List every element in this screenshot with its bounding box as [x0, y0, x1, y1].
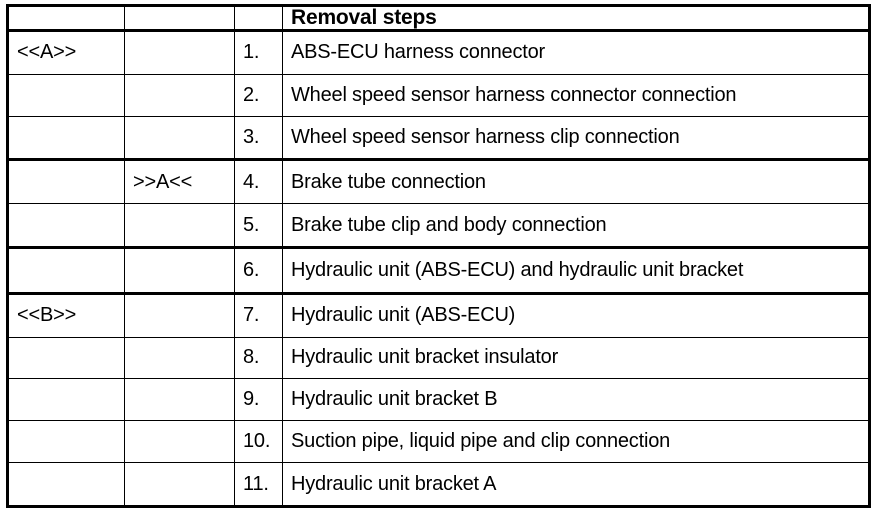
cell-step-description: Wheel speed sensor harness clip connecti…: [282, 115, 870, 162]
cell-marker-a: [7, 247, 125, 295]
cell-marker-b: [124, 247, 235, 295]
cell-marker-b: [124, 378, 235, 422]
table-row: <<B>> 7.Hydraulic unit (ABS-ECU): [7, 292, 870, 338]
header-removal-steps: Removal steps: [282, 4, 870, 33]
cell-marker-a: [7, 378, 125, 422]
cell-step-description: Brake tube connection: [282, 159, 870, 205]
cell-step-number: 1.: [234, 30, 283, 75]
header-marker-b-column: [124, 4, 235, 33]
cell-step-description: Hydraulic unit (ABS-ECU): [282, 292, 870, 338]
cell-step-description: Hydraulic unit bracket insulator: [282, 336, 870, 380]
table-row: 3.Wheel speed sensor harness clip connec…: [7, 115, 870, 162]
table-row: <<A>> 1.ABS-ECU harness connector: [7, 30, 870, 75]
cell-marker-a: [7, 420, 125, 464]
cell-marker-a: <<B>>: [7, 292, 125, 338]
table-header-row: Removal steps: [7, 4, 870, 33]
cell-step-description: Hydraulic unit bracket B: [282, 378, 870, 422]
table-row: 5.Brake tube clip and body connection: [7, 203, 870, 250]
cell-step-number: 9.: [234, 378, 283, 422]
cell-step-description: Brake tube clip and body connection: [282, 203, 870, 250]
cell-marker-b: >>A<<: [124, 159, 235, 205]
cell-step-number: 4.: [234, 159, 283, 205]
cell-marker-b: [124, 115, 235, 162]
header-marker-a-column: [7, 4, 125, 33]
cell-marker-a: <<A>>: [7, 30, 125, 75]
cell-marker-b: [124, 73, 235, 117]
cell-marker-a: [7, 73, 125, 117]
cell-step-number: 8.: [234, 336, 283, 380]
cell-step-number: 5.: [234, 203, 283, 250]
table-row: 2.Wheel speed sensor harness connector c…: [7, 73, 870, 117]
cell-marker-a: [7, 336, 125, 380]
cell-step-number: 10.: [234, 420, 283, 464]
cell-step-description: Hydraulic unit bracket A: [282, 462, 870, 507]
cell-marker-a: [7, 159, 125, 205]
cell-step-description: Hydraulic unit (ABS-ECU) and hydraulic u…: [282, 247, 870, 295]
removal-steps-table-container: Removal steps <<A>> 1.ABS-ECU harness con…: [6, 4, 871, 508]
cell-marker-b: [124, 420, 235, 464]
cell-step-number: 3.: [234, 115, 283, 162]
cell-marker-b: [124, 203, 235, 250]
cell-marker-b: [124, 292, 235, 338]
cell-step-number: 11.: [234, 462, 283, 507]
cell-marker-b: [124, 462, 235, 507]
cell-step-description: Wheel speed sensor harness connector con…: [282, 73, 870, 117]
removal-steps-table: Removal steps <<A>> 1.ABS-ECU harness con…: [6, 4, 871, 508]
cell-step-number: 6.: [234, 247, 283, 295]
table-row: 8.Hydraulic unit bracket insulator: [7, 336, 870, 380]
table-row: 11.Hydraulic unit bracket A: [7, 462, 870, 507]
table-row: 6.Hydraulic unit (ABS-ECU) and hydraulic…: [7, 247, 870, 295]
cell-marker-a: [7, 115, 125, 162]
cell-step-number: 7.: [234, 292, 283, 338]
table-row: 9.Hydraulic unit bracket B: [7, 378, 870, 422]
cell-marker-a: [7, 462, 125, 507]
cell-step-number: 2.: [234, 73, 283, 117]
table-row: 10.Suction pipe, liquid pipe and clip co…: [7, 420, 870, 464]
table-header: Removal steps: [7, 4, 870, 33]
header-number-column: [234, 4, 283, 33]
cell-marker-a: [7, 203, 125, 250]
cell-step-description: ABS-ECU harness connector: [282, 30, 870, 75]
cell-marker-b: [124, 336, 235, 380]
table-row: >>A<<4.Brake tube connection: [7, 159, 870, 205]
cell-marker-b: [124, 30, 235, 75]
cell-step-description: Suction pipe, liquid pipe and clip conne…: [282, 420, 870, 464]
